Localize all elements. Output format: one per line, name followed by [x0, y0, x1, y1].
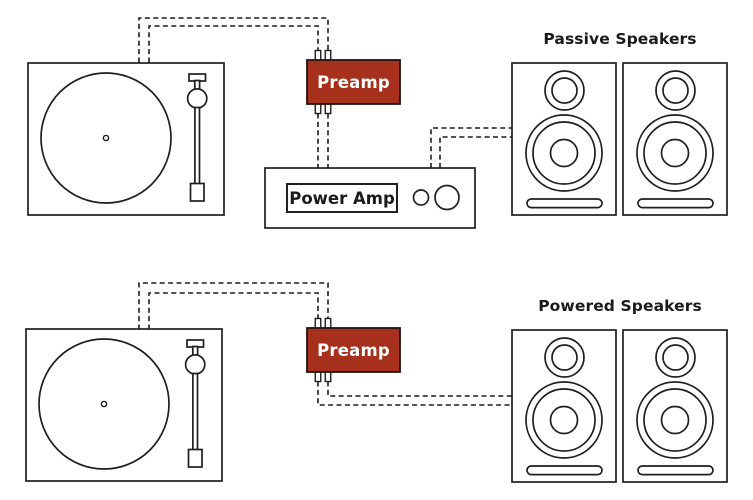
preamp-box-bottom	[306, 327, 401, 373]
passive-speaker-right-icon	[622, 62, 728, 216]
passive-speaker-left-icon	[511, 62, 617, 216]
preamp-label-top: Preamp	[317, 72, 390, 92]
power-amp-small-knob	[412, 189, 430, 206]
cable-preamp-to-poweramp	[317, 113, 329, 168]
preamp-input-jack	[324, 317, 332, 330]
powered-speakers-title: Powered Speakers	[538, 297, 702, 315]
preamp-output-jack	[314, 102, 322, 115]
power-amp-label: Power Amp	[286, 183, 398, 213]
turntable-icon-bottom	[25, 328, 223, 482]
preamp-unit-bottom	[306, 317, 401, 383]
preamp-output-jack	[324, 102, 332, 115]
powered-speaker-left-icon	[511, 329, 617, 483]
preamp-output-jack	[324, 370, 332, 383]
powered-speaker-right-icon	[622, 329, 728, 483]
preamp-output-jack	[314, 370, 322, 383]
preamp-input-jack	[324, 49, 332, 62]
preamp-input-jack	[314, 49, 322, 62]
phono-cable-turntable-to-preamp-top	[138, 17, 329, 63]
preamp-input-jack	[314, 317, 322, 330]
passive-speakers-title: Passive Speakers	[543, 30, 697, 48]
preamp-box-top	[306, 59, 401, 105]
preamp-label-bottom: Preamp	[317, 340, 390, 360]
speaker-cable-poweramp-to-passive-speakers	[430, 127, 513, 168]
powered-setup-art	[25, 282, 728, 483]
cable-preamp-to-powered-speakers	[317, 381, 513, 406]
preamp-unit-top	[306, 49, 401, 115]
phono-cable-turntable-to-preamp-bottom	[138, 282, 329, 330]
power-amp-large-knob	[434, 184, 460, 211]
passive-setup-art	[27, 17, 728, 229]
turntable-icon-top	[27, 62, 225, 216]
